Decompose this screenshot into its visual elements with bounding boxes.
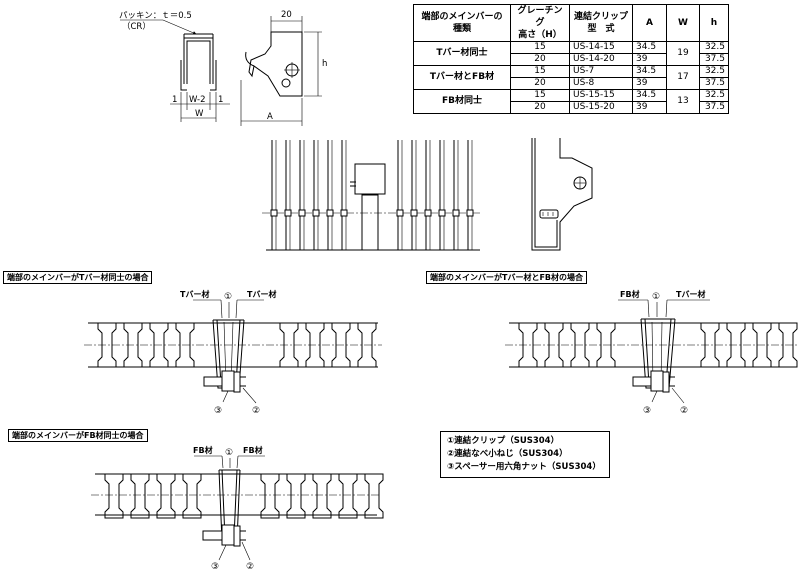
col-model: 連結クリップ型 式 — [569, 4, 633, 42]
cross-bar-hole — [452, 209, 460, 217]
bar-section — [544, 322, 564, 368]
s1-marker-br: ② — [252, 406, 260, 416]
table-row: FB材同士 15 US-15-15 34.5 13 32.5 — [413, 89, 729, 114]
caption-fb-fb: 端部のメインバーがFB材同士の場合 — [8, 429, 148, 442]
bar-section — [260, 473, 280, 519]
s2-marker-bl: ③ — [643, 406, 651, 416]
packing-material: （CR） — [122, 21, 151, 32]
section-fb-fb: FB材 FB材 ① ③ ② — [91, 445, 384, 572]
bar-section — [97, 322, 117, 368]
bar-section — [149, 322, 169, 368]
bar-section — [279, 322, 299, 368]
bar-section — [338, 473, 358, 519]
cross-bar-hole — [410, 209, 418, 217]
s3-right-label: FB材 — [243, 445, 263, 455]
caption-tbar-fb: 端部のメインバーがTバー材とFB材の場合 — [426, 271, 588, 284]
s3-marker-top: ① — [225, 448, 233, 458]
bar-section — [518, 322, 538, 368]
bar-section — [752, 322, 772, 368]
caption-tbar-tbar: 端部のメインバーがTバー材同士の場合 — [3, 271, 153, 284]
grating-plan-view — [262, 140, 482, 251]
bar-section — [357, 322, 377, 368]
s2-marker-top: ① — [652, 292, 660, 302]
legend-item-nut: ③スペーサー用六角ナット（SUS304） — [447, 462, 601, 472]
cross-bar-hole — [270, 209, 278, 217]
clip-front-view: パッキン：ｔ＝0.5 （CR） 1 W-2 1 W — [119, 11, 230, 122]
bar-section — [312, 473, 332, 519]
parts-legend: ①連結クリップ（SUS304） ②連結なべ小ねじ（SUS304） ③スペーサー用… — [440, 431, 610, 478]
s2-right-label: Tバー材 — [676, 289, 705, 299]
bar-section — [104, 473, 124, 519]
cross-bar-hole — [466, 209, 474, 217]
cross-bar-hole — [312, 209, 320, 217]
cross-bar-hole — [424, 209, 432, 217]
s2-marker-br: ② — [680, 406, 688, 416]
col-w: W — [666, 4, 700, 42]
spec-table: 端部のメインバーの種類 グレーチング高さ（H） 連結クリップ型 式 A W h … — [413, 4, 729, 114]
bar-section — [130, 473, 150, 519]
s1-right-label: Tバー材 — [247, 289, 276, 299]
s3-left-label: FB材 — [193, 445, 213, 455]
s2-left-label: FB材 — [620, 289, 640, 299]
cross-bar-hole — [284, 209, 292, 217]
section-tbar-fb: FB材 Tバー材 ① ③ ② — [505, 289, 799, 416]
bar-section — [570, 322, 590, 368]
bar-section — [286, 473, 306, 519]
dim-h: h — [322, 59, 327, 69]
cross-bar-hole — [438, 209, 446, 217]
bar-section — [182, 473, 202, 519]
table-row: 20 US-8 39 37.5 — [414, 77, 729, 90]
bar-section — [331, 322, 351, 368]
s3-marker-bl: ③ — [211, 562, 219, 572]
bar-section — [778, 322, 798, 368]
table-row: Tバー材同士 15 US-14-15 34.5 19 32.5 — [413, 41, 729, 66]
s1-left-label: Tバー材 — [180, 289, 209, 299]
legend-item-clip: ①連結クリップ（SUS304） — [447, 436, 560, 446]
table-row: Tバー材とFB材 15 US-7 34.5 17 32.5 — [413, 65, 729, 90]
cross-bar-hole — [326, 209, 334, 217]
s1-marker-bl: ③ — [214, 406, 222, 416]
dim-a: A — [267, 112, 273, 122]
legend-item-screw: ②連結なべ小ねじ（SUS304） — [447, 449, 568, 459]
bar-section — [175, 322, 195, 368]
dim-one-right: 1 — [218, 95, 223, 105]
dim-w: W — [195, 109, 204, 119]
s1-marker-top: ① — [224, 292, 232, 302]
bar-section — [123, 322, 143, 368]
bar-section — [305, 322, 325, 368]
col-h: h — [699, 4, 729, 42]
cross-bar-hole — [396, 209, 404, 217]
section-tbar-tbar: Tバー材 Tバー材 ① ③ ② — [84, 289, 382, 416]
bar-section — [156, 473, 176, 519]
bar-section — [700, 322, 720, 368]
clip-installed-view — [531, 138, 593, 251]
dim-w2: W-2 — [189, 95, 206, 105]
col-type: 端部のメインバーの種類 — [413, 4, 511, 42]
bar-section — [596, 322, 616, 368]
bar-section — [364, 473, 384, 519]
cross-bar-hole — [298, 209, 306, 217]
table-row: 20 US-15-20 39 37.5 — [414, 101, 729, 114]
s3-marker-br: ② — [246, 562, 254, 572]
dim-20: 20 — [281, 10, 292, 20]
clip-side-view: 20 h A — [240, 10, 327, 126]
col-height: グレーチング高さ（H） — [510, 4, 570, 42]
col-a: A — [632, 4, 667, 42]
cross-bar-hole — [340, 209, 348, 217]
packing-label: パッキン：ｔ＝0.5 — [119, 11, 192, 21]
dim-one-left: 1 — [172, 95, 177, 105]
bar-section — [726, 322, 746, 368]
